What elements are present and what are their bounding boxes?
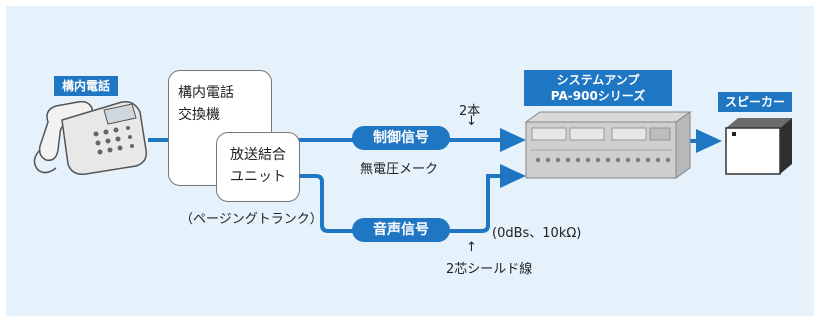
control-note: 無電圧メーク xyxy=(360,162,439,177)
control-arrow-head xyxy=(500,128,526,152)
audio-signal-line xyxy=(300,174,508,233)
speaker-icon xyxy=(725,118,792,175)
telephone-icon xyxy=(33,100,148,176)
audio-spec: (0dBs、10kΩ) xyxy=(492,226,582,241)
control-signal-label: 制御信号 xyxy=(352,126,450,150)
pbx-label: 構内電話 交換機 xyxy=(178,85,234,123)
audio-arrow-head xyxy=(500,164,526,188)
phone-label: 構内電話 xyxy=(54,76,118,96)
amp-label-line2: PA-900シリーズ xyxy=(550,89,646,103)
amp-label: システムアンプ PA-900シリーズ xyxy=(524,70,672,106)
amp-label-line1: システムアンプ xyxy=(556,73,640,87)
audio-note: 2芯シールド線 xyxy=(446,262,533,277)
amplifier-icon xyxy=(524,111,692,179)
audio-spec-arrow: ↑ xyxy=(466,240,477,255)
paging-trunk-note: （ページングトランク） xyxy=(180,212,323,227)
control-count-arrow: ↓ xyxy=(466,114,477,129)
coupler-label: 放送結合 ユニット xyxy=(230,147,286,185)
speaker-arrow-head xyxy=(696,129,722,153)
audio-signal-label: 音声信号 xyxy=(352,218,450,242)
speaker-label: スピーカー xyxy=(718,92,792,112)
control-count: 2本 xyxy=(459,104,481,119)
coupler-box xyxy=(216,132,300,202)
